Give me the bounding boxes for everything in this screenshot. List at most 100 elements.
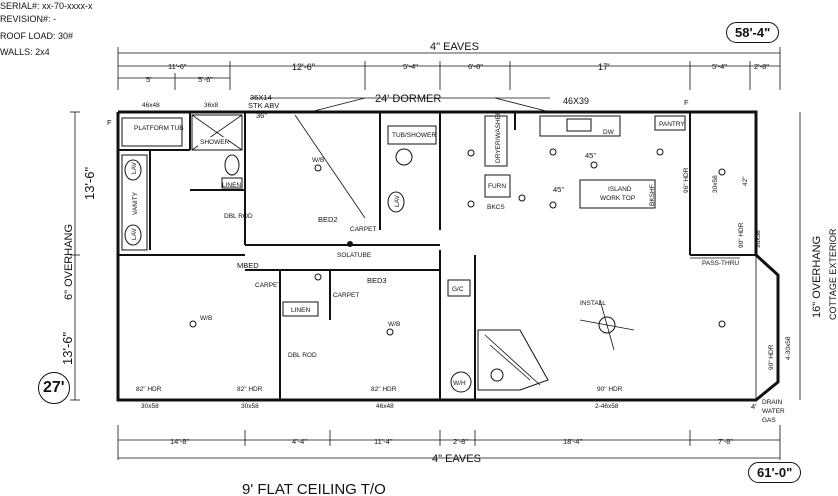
bed3-linen-label: LINEN [291,307,310,314]
mbed-ceiling-light [189,320,197,328]
bed2-wb-label: W/B [312,157,324,164]
pantry-label: PANTRY [659,121,685,128]
mbed-carpet: CARPET [255,282,281,289]
vanity-label: VANITY [132,191,139,215]
drain-label: DRAIN [762,399,783,406]
bed2-label: BED2 [318,215,338,224]
master-toilet [224,154,240,176]
kitchen-sink [566,118,592,132]
hall-lav [387,191,405,213]
top-dim-5-4: 5'-4" [403,62,418,71]
gc-label: G/C [452,286,464,293]
bottom-dim-18-4: 18'-4" [563,437,582,446]
window-36x14: 36X14 [250,93,272,102]
hdr-90-living: 90" HDR [768,344,775,370]
pass-thru-label: PASS-THRU [702,260,739,267]
platform-tub-label: PLATFORM TUB [134,125,184,132]
lav-sink-1 [124,159,142,181]
shower-label: SHOWER [200,139,230,146]
bed3-label: BED3 [367,276,387,285]
walls-note: WALLS: 2x4 [0,47,50,57]
dw-label: DW [603,129,615,136]
living-window-4-30x58: 4-30x58 [785,336,792,360]
top-dim-12-6: 12'-6" [292,62,315,72]
window-36x8: 36x8 [204,102,218,109]
bkcs-label: BKCS [487,204,505,211]
gc-closet [447,279,471,297]
mbed-label: MBED [237,261,259,270]
dryer-washer-label: DRYER/WASHER [495,110,502,163]
solatube-marker [347,241,353,247]
hdr-90-entry: 90" HDR [738,222,745,248]
overall-width-badge: 27' [38,372,70,404]
hdr-82-1: 82" HDR [136,386,162,393]
top-dim-11-6: 11'-6" [168,62,187,71]
entry-window-30x58-b: 30x58 [755,230,762,248]
water-label: WATER [762,408,785,415]
right-overhang-label: 16" OVERHANG [811,236,823,318]
solatube-label: SOLATUBE [337,252,372,259]
top-dim-2-8: 2'-8" [754,62,769,71]
roof-load-note: ROOF LOAD: 30# [0,31,73,41]
window-46x48-bottom: 46x48 [376,403,394,410]
lav-label-1: LAV [131,162,138,174]
bkshf-label: BKSHF [649,184,656,206]
bottom-dim-11-4: 11'-4" [374,437,393,446]
left-overhang-label: 6" OVERHANG [63,224,75,300]
lav-sink-2 [124,224,142,246]
hdr-90-bottom: 90" HDR [597,386,623,393]
furn-label: FURN [488,183,506,190]
bed3-carpet: CARPET [333,292,359,299]
master-linen-label: LINEN [222,182,241,189]
entry-window-30x58: 30x58 [712,175,719,193]
pantry [654,115,686,131]
platform-tub [121,117,183,147]
top-dim-5-4b: 5'-4" [712,62,727,71]
ceiling-note: 9' FLAT CEILING T/O [242,481,386,496]
dim-36: 36" [256,111,267,120]
dim-42: 42" [742,176,749,186]
overall-length-alt-badge: 61'-0" [748,462,802,483]
bed2-carpet: CARPET [350,226,376,233]
top-dim-17: 17' [598,62,610,72]
window-46x39: 46X39 [563,96,589,106]
mbed-wb-label: W/B [200,315,212,322]
bed3-wb-label: W/B [388,321,400,328]
master-dbl-rod: DBL ROD [224,213,253,220]
lav-label-2: LAV [131,228,138,240]
angle-45-upper: 45" [585,151,596,160]
water-heater [450,371,472,393]
top-dim-5-6: 5'-6" [198,75,213,84]
island-work-top [579,179,656,209]
bottom-dim-14-8: 14'-8" [170,437,189,446]
bottom-dim-4-4: 4'-4" [292,437,307,446]
furnace [484,174,511,198]
hall-lav-label: LAV [394,195,401,207]
bed3-dbl-rod: DBL ROD [288,352,317,359]
right-f-marker: F [684,98,689,107]
window-2-46x58: 2-46x58 [595,403,619,410]
gas-label: GAS [762,417,776,424]
cottage-exterior-label: COTTAGE EXTERIOR [828,228,838,320]
hdr-82-2: 82" HDR [237,386,263,393]
top-dim-5: 5' [146,75,152,84]
install-label: INSTALL [580,300,606,307]
bottom-dim-2-8: 2'-8" [453,437,468,446]
bottom-dim-7-8: 7'-8" [718,437,733,446]
stk-abv-label: STK ABV [248,101,279,110]
left-dim-lower: 13'-6" [60,331,75,365]
island-label: ISLAND [608,186,632,193]
dim-4ft: 4' [751,402,757,411]
exterior-wall [116,110,780,402]
serial-note: SERIAL#: xx-70-xxxx-x [0,1,93,11]
bed2-ceiling-light [314,164,322,172]
window-46x48-top: 46x48 [142,102,160,109]
bed3-ceiling-light [386,328,394,336]
hdr-82-3: 82" HDR [371,386,397,393]
overall-length-badge: 58'-4" [726,22,780,43]
window-30x58-2: 30x58 [241,403,259,410]
hdr-96-entry: 96" HDR [683,167,690,193]
left-f-marker: F [107,118,112,127]
tub-shower [387,125,437,145]
